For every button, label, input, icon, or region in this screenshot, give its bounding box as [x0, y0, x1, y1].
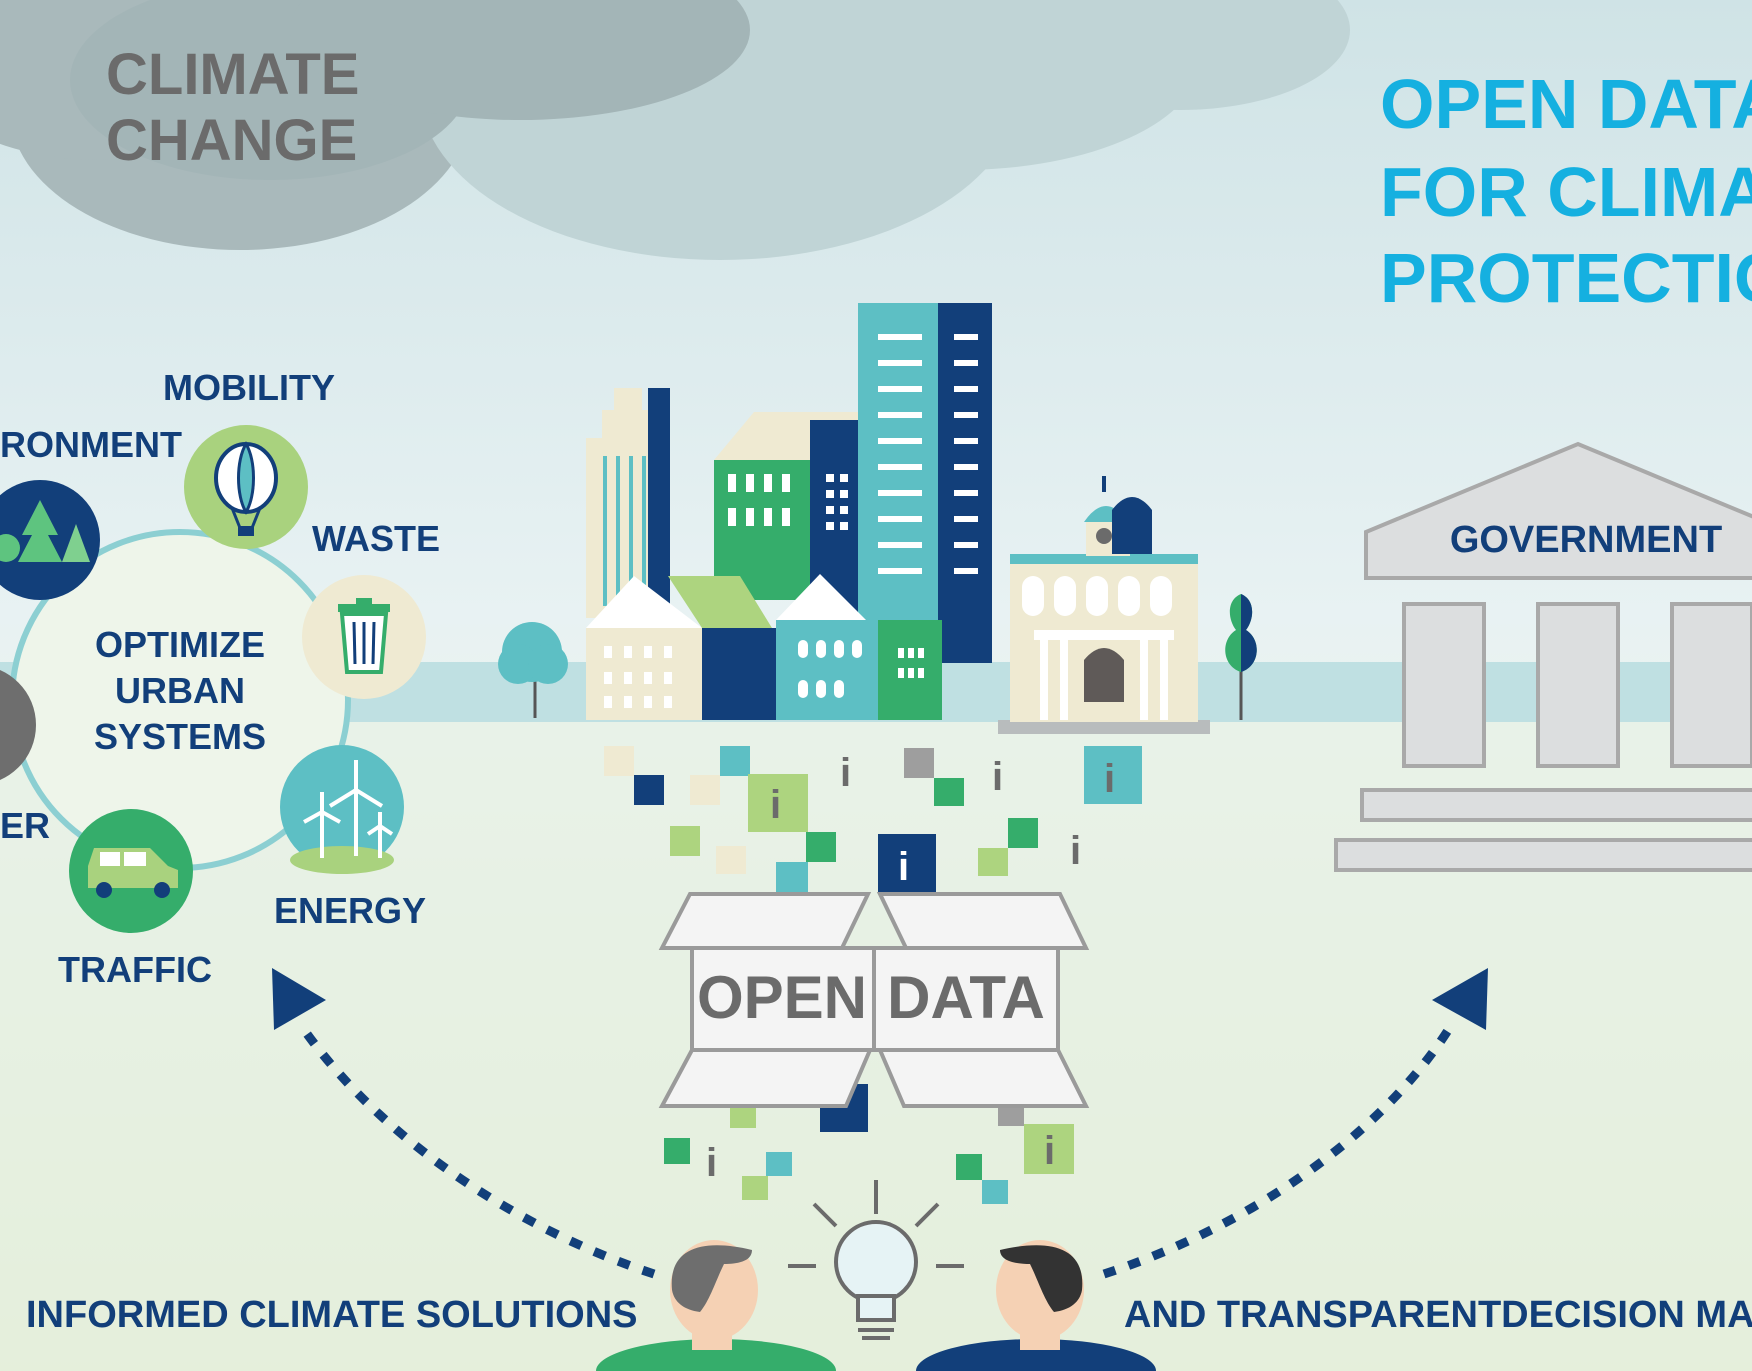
label-energy: ENERGY — [274, 890, 426, 931]
trash-bin-icon — [338, 598, 390, 674]
tree-icon — [62, 524, 90, 562]
arrowhead-left-icon — [272, 968, 326, 1030]
hub-line2: URBAN — [115, 670, 245, 711]
water-node — [0, 670, 36, 780]
waste-node — [302, 575, 426, 699]
caption-right: AND TRANSPARENTDECISION MA — [1124, 1294, 1752, 1336]
government-building — [1334, 441, 1752, 872]
wind-turbine-icon — [303, 760, 394, 858]
cloud-front — [70, 0, 750, 180]
label-mobility: MOBILITY — [163, 367, 335, 408]
arrowhead-right-icon — [1432, 968, 1488, 1030]
info-icon: i — [770, 783, 781, 827]
info-icon: i — [898, 845, 909, 889]
arrow-to-government — [1102, 1021, 1456, 1279]
label-environment: RONMENT — [0, 424, 182, 465]
open-data-box — [658, 892, 1090, 1108]
box-label-open: OPEN — [697, 964, 867, 1031]
traffic-node — [69, 809, 193, 933]
car-icon — [88, 848, 178, 898]
caption-left: INFORMED CLIMATE SOLUTIONS — [26, 1294, 638, 1336]
info-icon: i — [706, 1141, 717, 1185]
city-skyline — [498, 303, 1257, 734]
person-left — [596, 1240, 836, 1371]
lightbulb-icon — [788, 1180, 964, 1340]
info-icon: i — [1104, 757, 1115, 801]
arrow-to-urban-systems — [296, 1021, 656, 1279]
hub-line1: OPTIMIZE — [95, 624, 265, 665]
info-glyphs: i i i i i i i i — [706, 751, 1115, 1185]
box-label-data: DATA — [887, 964, 1045, 1031]
info-icon: i — [1044, 1129, 1055, 1173]
info-icon: i — [840, 751, 851, 795]
tree-icon — [18, 500, 62, 562]
person-right — [916, 1240, 1156, 1371]
label-waste: WASTE — [312, 518, 440, 559]
environment-node — [0, 480, 100, 600]
hub-line3: SYSTEMS — [94, 716, 266, 757]
government-label: GOVERNMENT — [1450, 519, 1722, 561]
headline-line1: OPEN DATA — [1380, 65, 1752, 143]
hill-icon — [290, 846, 394, 874]
tree-icon — [0, 534, 20, 562]
headline-line2: FOR CLIMA — [1380, 153, 1752, 231]
cloud-title-line2: CHANGE — [106, 108, 357, 173]
hot-air-balloon-icon — [214, 441, 278, 536]
mobility-node — [184, 425, 308, 549]
label-water: ER — [0, 805, 50, 846]
info-icon: i — [1070, 829, 1081, 873]
cloud-title-line1: CLIMATE — [106, 42, 359, 107]
energy-node — [280, 745, 404, 874]
info-icon: i — [992, 755, 1003, 799]
headline-line3: PROTECTIO — [1380, 239, 1752, 317]
label-traffic: TRAFFIC — [58, 949, 212, 990]
